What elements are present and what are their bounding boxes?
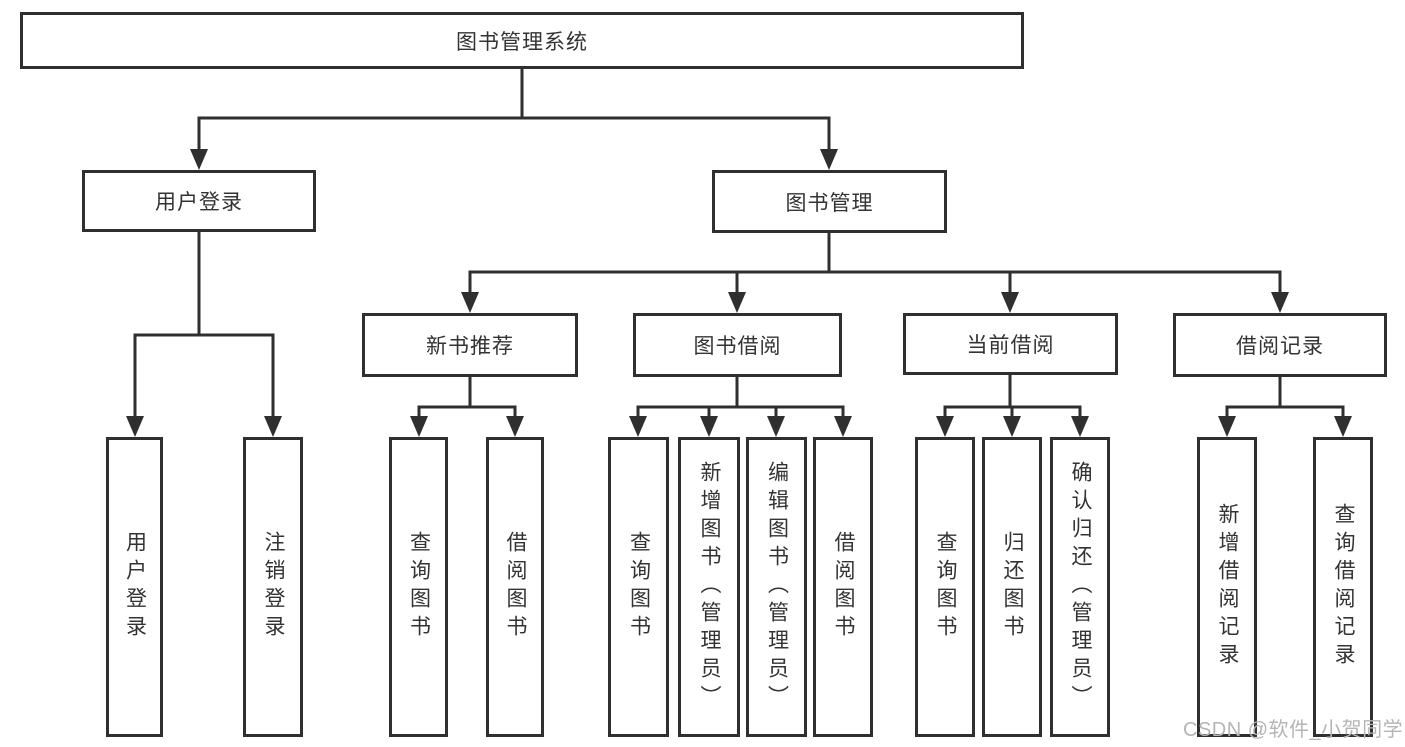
node-label: 用户登录 (155, 191, 243, 214)
node-label: 查询图书 (407, 531, 431, 643)
node-label: 借阅图书 (504, 531, 527, 643)
node-label: 借阅图书 (832, 531, 855, 643)
leaf-recommend-borrow-books: 借阅图书 (486, 437, 544, 737)
node-label: 图书借阅 (693, 335, 782, 358)
node-label: 新书推荐 (426, 335, 514, 358)
leaf-add-books-admin: 新增图书（管理员） (678, 437, 740, 737)
node-label: 注销登录 (262, 531, 285, 643)
node-label: 当前借阅 (966, 334, 1055, 357)
node-new-book-recommend: 新书推荐 (362, 313, 578, 377)
leaf-logout: 注销登录 (243, 437, 303, 737)
node-book-borrowing: 图书借阅 (633, 313, 842, 377)
node-current-borrowing: 当前借阅 (903, 313, 1118, 375)
node-borrowing-records: 借阅记录 (1173, 313, 1387, 377)
leaf-borrowing-query-books: 查询图书 (608, 437, 669, 737)
node-label: 查询借阅记录 (1332, 503, 1355, 671)
leaf-edit-books-admin: 编辑图书（管理员） (746, 437, 807, 737)
node-label: 新增图书（管理员） (698, 461, 721, 713)
csdn-watermark: CSDN @软件_小贺同学 (1183, 719, 1404, 741)
leaf-borrowing-borrow-books: 借阅图书 (813, 437, 873, 737)
node-label: 借阅记录 (1236, 335, 1324, 358)
leaf-recommend-query-books: 查询图书 (389, 437, 448, 737)
node-label: 用户登录 (123, 531, 147, 643)
node-label: 确认归还（管理员） (1069, 461, 1092, 713)
node-book-management: 图书管理 (712, 170, 947, 233)
node-library-management-system: 图书管理系统 (20, 12, 1024, 69)
node-label: 图书管理 (785, 191, 874, 215)
node-label: 新增借阅记录 (1216, 503, 1239, 671)
node-user-login: 用户登录 (82, 170, 316, 232)
leaf-confirm-return-admin: 确认归还（管理员） (1050, 437, 1110, 737)
leaf-add-borrow-record: 新增借阅记录 (1197, 437, 1257, 737)
leaf-return-books: 归还图书 (982, 437, 1042, 737)
leaf-query-borrow-record: 查询借阅记录 (1313, 437, 1373, 737)
node-label: 查询图书 (627, 531, 651, 643)
node-label: 归还图书 (1001, 531, 1024, 643)
node-label: 图书管理系统 (456, 30, 588, 54)
leaf-current-query-books: 查询图书 (915, 437, 975, 737)
node-label: 查询图书 (934, 531, 957, 643)
leaf-user-login: 用户登录 (106, 437, 163, 737)
node-label: 编辑图书（管理员） (765, 461, 789, 713)
